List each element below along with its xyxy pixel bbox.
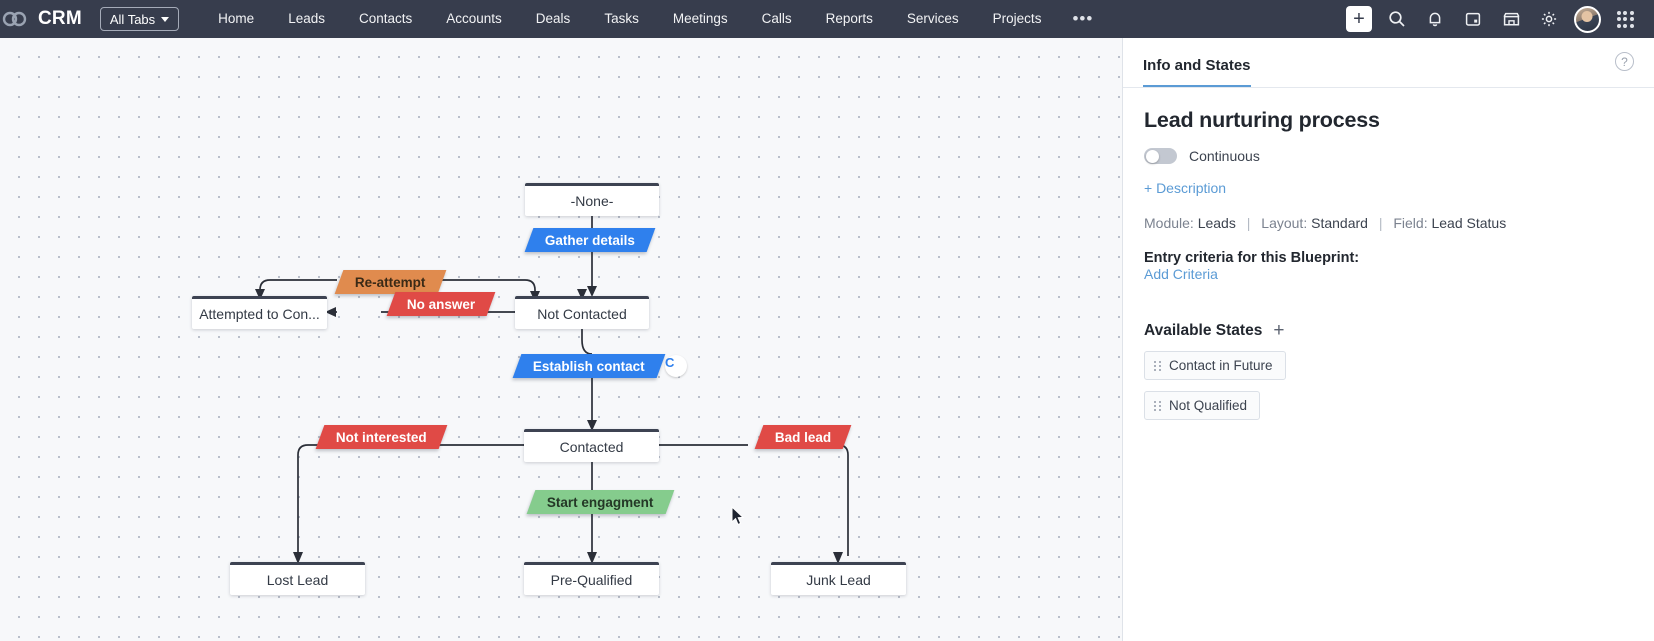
state-node-lost-lead[interactable]: Lost Lead	[230, 562, 365, 595]
module-value: Leads	[1197, 215, 1236, 231]
panel-body: Lead nurturing process Continuous + Desc…	[1123, 88, 1654, 420]
nav-item-services[interactable]: Services	[906, 11, 959, 26]
brand[interactable]: CRM	[0, 6, 82, 32]
state-node-label: -None-	[570, 193, 614, 209]
crm-logo-icon	[0, 6, 30, 32]
state-node-pre-qualified[interactable]: Pre-Qualified	[524, 562, 659, 595]
marketplace-icon[interactable]	[1494, 4, 1528, 34]
state-node-label: Attempted to Con...	[199, 306, 320, 322]
nav-links: Home Leads Contacts Accounts Deals Tasks…	[201, 0, 1107, 38]
nav-item-deals[interactable]: Deals	[535, 11, 571, 26]
add-criteria-link[interactable]: Add Criteria	[1144, 266, 1218, 282]
blueprint-title: Lead nurturing process	[1144, 108, 1380, 132]
transition-no-answer[interactable]: No answer	[386, 292, 496, 316]
nav-item-reports[interactable]: Reports	[825, 11, 873, 26]
state-node-junk-lead[interactable]: Junk Lead	[771, 562, 906, 595]
continuous-badge-icon[interactable]: C	[664, 355, 687, 377]
all-tabs-label: All Tabs	[109, 11, 156, 27]
meta-separator-2: |	[1378, 215, 1383, 231]
top-navigation-bar: CRM All Tabs Home Leads Contacts Account…	[0, 0, 1654, 38]
nav-item-calls[interactable]: Calls	[761, 11, 792, 26]
available-states-title: Available States	[1144, 321, 1263, 339]
blueprint-meta: Module: Leads | Layout: Standard | Field…	[1144, 215, 1632, 231]
bell-icon[interactable]	[1418, 4, 1452, 34]
meta-separator-1: |	[1246, 215, 1251, 231]
layout-value: Standard	[1311, 215, 1368, 231]
available-state-list: Contact in Future	[1144, 340, 1632, 380]
state-node-label: Not Contacted	[537, 306, 627, 322]
available-state-label: Not Qualified	[1169, 398, 1248, 413]
transition-bad-lead[interactable]: Bad lead	[754, 425, 852, 449]
state-node-none[interactable]: -None-	[525, 183, 659, 216]
nav-right-icons: +	[1342, 4, 1642, 34]
nav-more-icon[interactable]: •••	[1072, 9, 1094, 28]
continuous-toggle-row: Continuous	[1144, 148, 1632, 164]
create-button[interactable]: +	[1342, 4, 1376, 34]
drag-handle-icon[interactable]	[1154, 400, 1161, 411]
avatar[interactable]	[1570, 4, 1604, 34]
add-state-icon[interactable]: +	[1273, 320, 1285, 341]
mouse-cursor	[731, 505, 745, 531]
brand-name: CRM	[38, 8, 82, 29]
state-node-not-contacted[interactable]: Not Contacted	[515, 296, 649, 329]
transition-start-engagment[interactable]: Start engagment	[526, 490, 674, 514]
nav-item-accounts[interactable]: Accounts	[446, 11, 502, 26]
help-icon[interactable]: ?	[1615, 52, 1634, 71]
state-node-contacted[interactable]: Contacted	[524, 429, 659, 462]
transition-label: Not interested	[336, 429, 427, 445]
continuous-toggle[interactable]	[1144, 148, 1177, 164]
nav-item-contacts[interactable]: Contacts	[358, 11, 413, 26]
transition-establish-contact[interactable]: Establish contact C	[512, 354, 687, 378]
state-node-label: Contacted	[559, 439, 624, 455]
all-tabs-dropdown[interactable]: All Tabs	[99, 7, 180, 31]
available-state-chip[interactable]: Contact in Future	[1144, 351, 1286, 380]
blueprint-canvas[interactable]: -None- Not Contacted Attempted to Con...…	[0, 38, 1122, 641]
chevron-down-icon	[161, 16, 170, 22]
field-value: Lead Status	[1431, 215, 1507, 231]
transition-label: Establish contact	[533, 358, 645, 374]
state-node-label: Pre-Qualified	[550, 572, 633, 588]
entry-criteria-title: Entry criteria for this Blueprint:	[1144, 250, 1360, 266]
field-key: Field:	[1393, 215, 1428, 231]
available-state-chip[interactable]: Not Qualified	[1144, 391, 1261, 420]
calendar-icon[interactable]	[1456, 4, 1490, 34]
gear-icon[interactable]	[1532, 4, 1566, 34]
state-node-attempted-to-contact[interactable]: Attempted to Con...	[192, 296, 327, 329]
transition-label: Start engagment	[547, 494, 654, 510]
connector-lines	[255, 216, 849, 564]
transition-gather-details[interactable]: Gather details	[524, 228, 656, 252]
nav-item-tasks[interactable]: Tasks	[604, 11, 639, 26]
available-state-list: Not Qualified	[1144, 380, 1632, 420]
apps-grid-icon[interactable]	[1608, 4, 1642, 34]
info-and-states-panel: Info and States ? Lead nurturing process…	[1122, 38, 1654, 641]
module-key: Module:	[1144, 215, 1194, 231]
nav-item-home[interactable]: Home	[218, 11, 255, 26]
tab-info-and-states[interactable]: Info and States	[1143, 57, 1251, 87]
continuous-toggle-label: Continuous	[1189, 148, 1260, 164]
layout-key: Layout:	[1261, 215, 1308, 231]
transition-re-attempt[interactable]: Re-attempt	[334, 270, 446, 294]
state-node-label: Junk Lead	[806, 572, 871, 588]
available-states-header: Available States +	[1144, 321, 1632, 340]
transition-label: Gather details	[545, 232, 636, 248]
drag-handle-icon[interactable]	[1154, 360, 1161, 371]
state-node-label: Lost Lead	[266, 572, 329, 588]
transition-label: No answer	[407, 296, 476, 312]
available-state-label: Contact in Future	[1169, 358, 1273, 373]
nav-item-meetings[interactable]: Meetings	[672, 11, 728, 26]
add-description-link[interactable]: + Description	[1144, 180, 1227, 196]
nav-item-projects[interactable]: Projects	[992, 11, 1042, 26]
transition-not-interested[interactable]: Not interested	[315, 425, 448, 449]
transition-label: Re-attempt	[355, 274, 426, 290]
transition-label: Bad lead	[775, 429, 832, 445]
panel-tabs: Info and States ?	[1123, 38, 1654, 88]
nav-item-leads[interactable]: Leads	[288, 11, 325, 26]
plus-icon: +	[1346, 6, 1372, 32]
search-icon[interactable]	[1380, 4, 1414, 34]
